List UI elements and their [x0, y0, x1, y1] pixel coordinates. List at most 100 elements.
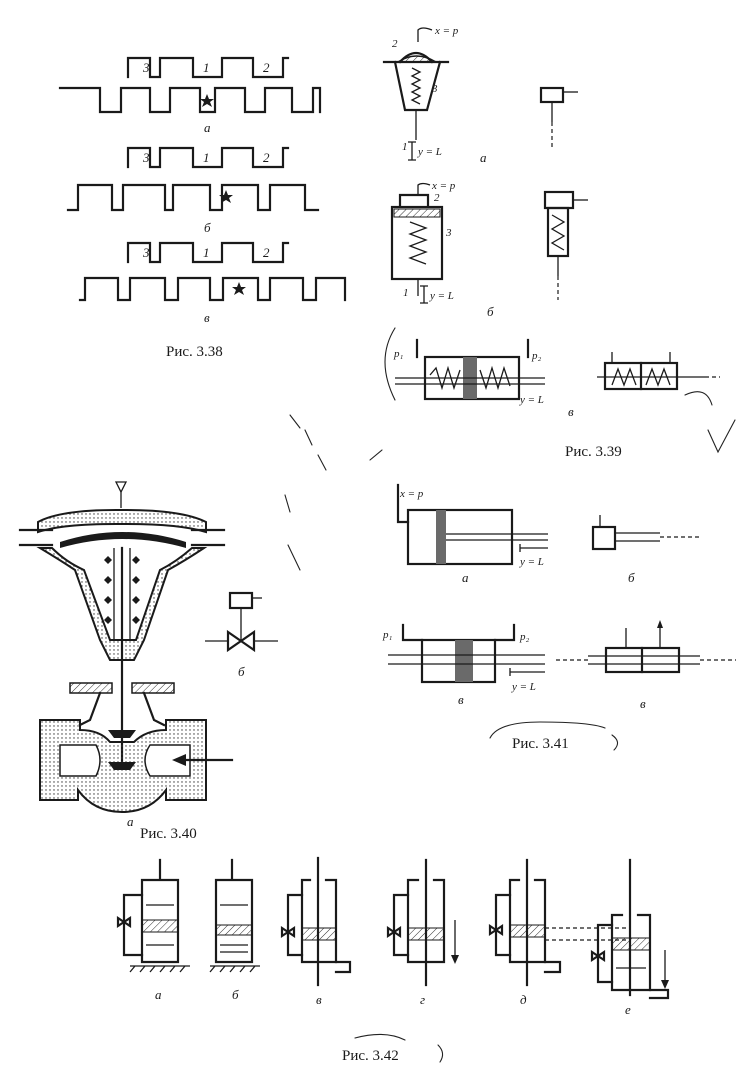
port-symbols [625, 628, 661, 648]
pencil-mark [437, 1044, 444, 1063]
ground-hatch [209, 965, 260, 973]
fig-3-41-v-symbol: в [556, 620, 736, 711]
piston [301, 927, 337, 941]
star-icon [219, 190, 233, 203]
figure-caption: Рис. 3.41 [512, 736, 569, 752]
valve-icon [280, 925, 296, 939]
encoder-track-bottom [66, 183, 320, 212]
cap [398, 193, 430, 207]
flange-left [69, 682, 113, 694]
arrow-icon [451, 955, 459, 964]
fig-3-40-a-control-valve: а [18, 481, 234, 829]
encoder-track-top [126, 146, 290, 169]
fig-3-39-b-symbol [543, 190, 588, 300]
side-pipes [18, 528, 226, 547]
figure-caption: Рис. 3.39 [565, 444, 622, 460]
part-label: 2 [434, 192, 440, 204]
cylinder [406, 508, 514, 566]
output-label: y = L [429, 290, 454, 302]
fig-3-42-v: в [280, 856, 352, 1007]
actuator-symbol-head [543, 190, 575, 210]
vessel [508, 878, 547, 964]
flange-right [131, 682, 175, 694]
figure-caption: Рис. 3.38 [166, 344, 223, 360]
encoder-track-top [126, 56, 290, 79]
panel-letter: в [316, 992, 322, 1007]
panel-letter: а [127, 814, 134, 829]
liquid-level [220, 904, 248, 953]
valve-plugs [108, 730, 136, 770]
vessel [300, 878, 338, 964]
bypass-pipe [596, 923, 614, 984]
arrow-icon [172, 754, 186, 766]
vessel [140, 858, 180, 964]
panel-letter: б [628, 570, 635, 585]
fig-3-42-b: б [209, 858, 260, 1002]
piston [611, 937, 651, 951]
pencil-mark [384, 327, 396, 401]
inlet-pipe [396, 483, 410, 524]
arrow-icon [661, 980, 669, 989]
input-label: x = p [399, 488, 424, 500]
input-label: x = p [434, 25, 459, 37]
part-label: 2 [392, 38, 398, 50]
figure-3-38: 3 1 2 а 3 1 2 б 3 1 2 [58, 56, 347, 360]
panel-letter: г [420, 992, 425, 1007]
rod-symbol [615, 532, 660, 542]
spring-icon [408, 221, 428, 265]
panel-letter: в [204, 310, 210, 325]
piston [393, 208, 441, 218]
inlet-chamber [59, 744, 101, 777]
bypass-pipe [494, 893, 512, 957]
liquid-level [146, 904, 174, 946]
stroke-marker [509, 668, 545, 676]
fig-3-39-v-symbol [597, 352, 720, 391]
input-label: x = p [431, 180, 456, 192]
panel-letter: б [232, 987, 239, 1002]
diaphragm-housing-top [37, 509, 207, 534]
slot-label: 3 [142, 245, 150, 260]
cylinder [390, 205, 444, 281]
panel-letter: б [238, 664, 245, 679]
rod [446, 533, 548, 541]
fig-3-39-b-piston: x = p 2 3 1 y = L б [390, 180, 494, 319]
pencil-mark [611, 734, 619, 751]
ground-hatch [129, 965, 190, 973]
panel-letter: в [458, 692, 464, 707]
part-label: 1 [403, 287, 409, 299]
encoder-track-bottom [78, 276, 347, 302]
piston [141, 919, 179, 933]
piston [455, 640, 473, 682]
output-label: y = L [519, 394, 544, 406]
fig-3-39-a-symbol [539, 86, 578, 150]
stop-block [334, 960, 352, 974]
panel-letter: а [480, 150, 487, 165]
inlet-pipe [417, 182, 431, 195]
bonnet [78, 691, 166, 727]
yoke [36, 547, 208, 661]
fig-3-42-e: е [590, 858, 670, 1017]
stop-block [543, 960, 562, 974]
pencil-mark [489, 721, 606, 739]
fig-3-38-row-a: 3 1 2 а [58, 56, 322, 135]
actuator-symbol [539, 86, 565, 104]
fig-3-41-v-double: p₁ p₂ y = L в [382, 623, 545, 707]
spring-icon [550, 214, 566, 251]
fig-3-38-row-b: 3 1 2 б [66, 146, 320, 235]
slot-label: 2 [263, 245, 270, 260]
stroke-marker [420, 285, 428, 304]
figure-3-42: а б в г [116, 856, 670, 1064]
part-label: 3 [445, 227, 452, 239]
arrow-icon [114, 481, 128, 494]
pencil-mark [289, 414, 327, 471]
spring-icon [479, 365, 511, 391]
rod-symbol [588, 655, 700, 665]
panel-letter: а [462, 570, 469, 585]
pencil-mark [684, 391, 713, 406]
fig-3-39-v-double: p₁ p₂ y = L в [384, 327, 574, 419]
spring-icon [410, 67, 422, 105]
valve-icon [386, 925, 402, 939]
piston [509, 924, 546, 938]
port-label: p₂ [519, 631, 530, 643]
